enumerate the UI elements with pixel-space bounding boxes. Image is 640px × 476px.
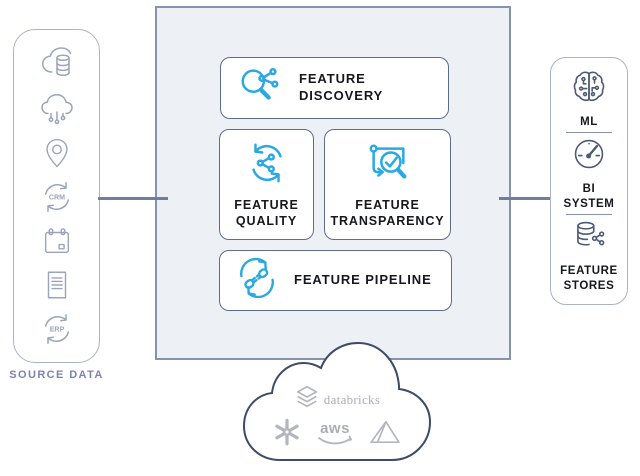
audit-check-icon <box>364 140 412 191</box>
divider <box>566 214 612 215</box>
divider <box>566 132 612 134</box>
aws-logo: aws <box>316 419 354 447</box>
calendar-icon <box>40 224 74 258</box>
consumer-feature-stores: FEATURE STORES <box>558 217 620 294</box>
consumers-panel: ML BI SYSTEM <box>550 57 628 305</box>
search-network-icon <box>235 63 285 114</box>
cloud-row-databricks: databricks <box>240 383 434 416</box>
feature-discovery-box: FEATURE DISCOVERY <box>220 57 449 119</box>
pipeline-plug-icon <box>234 256 280 305</box>
source-data-panel: CRM ERP <box>13 29 100 363</box>
databricks-logo-icon <box>294 383 320 416</box>
ml-label: ML <box>580 116 598 129</box>
sync-share-icon <box>244 140 290 191</box>
azure-logo-icon <box>368 419 402 450</box>
feature-transparency-label: FEATURE TRANSPARENCY <box>330 198 445 229</box>
connector-right <box>499 197 550 200</box>
brain-circuit-icon <box>570 68 608 111</box>
connector-left <box>98 197 168 200</box>
erp-sync-icon: ERP <box>39 311 75 347</box>
document-icon <box>40 268 74 302</box>
database-share-icon <box>570 217 608 260</box>
feature-discovery-label: FEATURE DISCOVERY <box>299 71 384 103</box>
source-data-label: SOURCE DATA <box>9 369 104 381</box>
snowflake-logo-icon <box>272 417 302 452</box>
location-pin-icon <box>40 136 74 170</box>
cloud-row-platforms: aws <box>240 417 434 452</box>
bi-system-label: BI SYSTEM <box>563 183 615 211</box>
aws-smile-icon <box>318 435 353 444</box>
consumer-bi-system: BI SYSTEM <box>558 135 620 212</box>
aws-wordmark: aws <box>320 419 350 437</box>
consumer-ml: ML <box>570 68 608 130</box>
crm-sync-icon: CRM <box>39 179 75 215</box>
feature-stores-label: FEATURE STORES <box>560 265 618 292</box>
feature-transparency-box: FEATURE TRANSPARENCY <box>324 129 451 240</box>
feature-pipeline-label: FEATURE PIPELINE <box>294 272 432 288</box>
feature-platform-square: FEATURE DISCOVERY FEATURE QUALITY <box>155 6 511 360</box>
svg-text:ERP: ERP <box>49 325 64 333</box>
gauge-icon <box>570 135 608 178</box>
cloud-database-icon <box>39 45 75 81</box>
svg-text:CRM: CRM <box>48 194 64 202</box>
feature-quality-label: FEATURE QUALITY <box>234 198 299 229</box>
feature-pipeline-box: FEATURE PIPELINE <box>219 250 452 311</box>
cloud-providers: databricks aws <box>240 339 434 467</box>
databricks-wordmark: databricks <box>323 391 381 407</box>
cloud-circuit-icon <box>39 91 75 127</box>
feature-quality-box: FEATURE QUALITY <box>219 129 314 240</box>
